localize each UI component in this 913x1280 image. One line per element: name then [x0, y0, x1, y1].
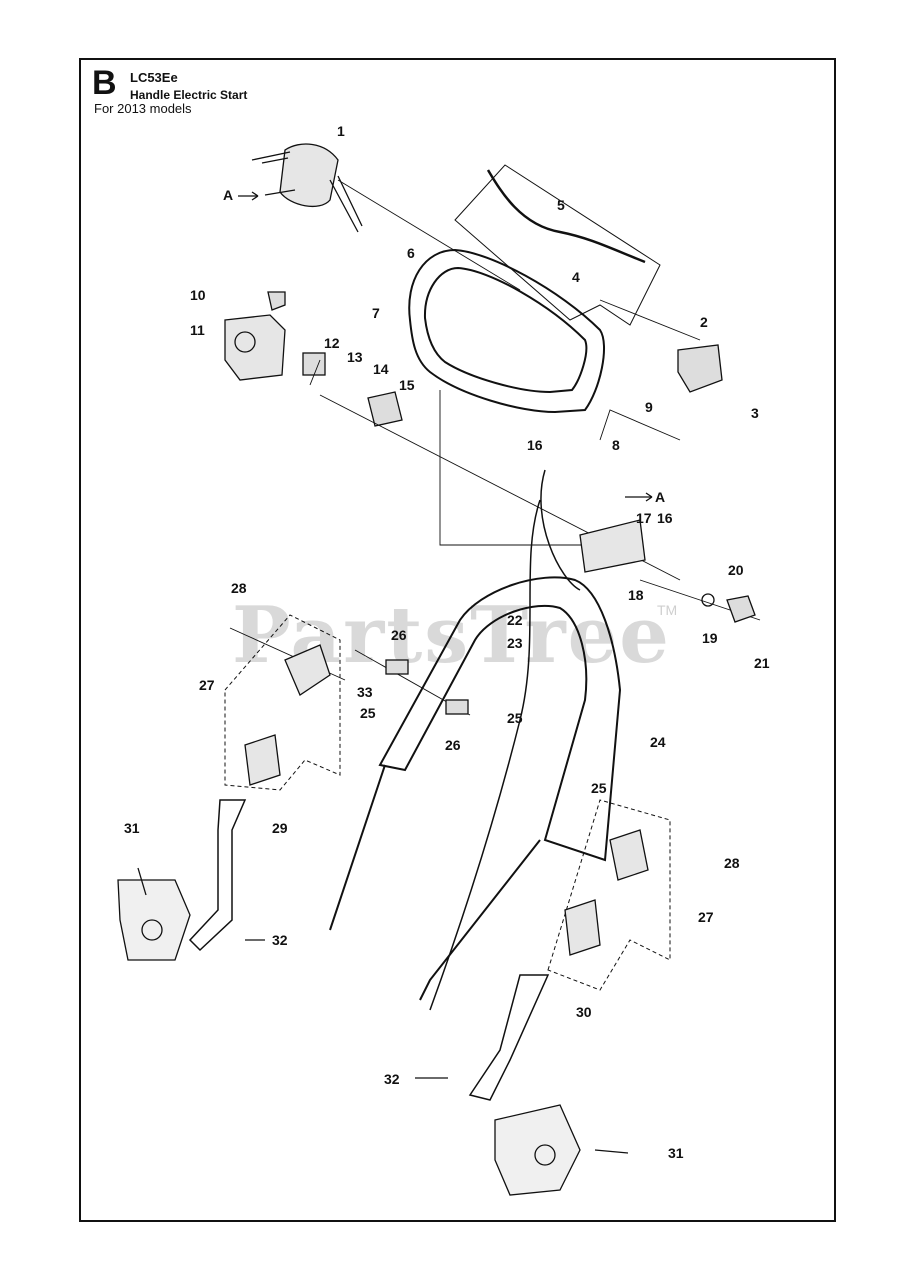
callout-6: 6: [407, 245, 415, 261]
callout-32a: 32: [272, 932, 288, 948]
callout-1: 1: [337, 123, 345, 139]
callout-20: 20: [728, 562, 744, 578]
callout-28b: 28: [724, 855, 740, 871]
callout-26b: 26: [445, 737, 461, 753]
callout-17: 17: [636, 510, 652, 526]
callout-26a: 26: [391, 627, 407, 643]
callout-25b: 25: [507, 710, 523, 726]
upper-handle-part-4: [408, 248, 606, 414]
callout-19: 19: [702, 630, 718, 646]
assembly-part-27-left-outline: [224, 614, 341, 791]
cover-part-11: [224, 314, 286, 381]
section-letter: B: [92, 64, 117, 102]
callout-27b: 27: [698, 909, 714, 925]
callout-16a: 16: [527, 437, 543, 453]
assembly-part-27-left: [244, 644, 331, 786]
deck-bracket-right: [494, 1104, 581, 1196]
mount-plate-part-17: [579, 519, 646, 573]
bracket-part-2: [677, 344, 723, 393]
callout-7: 7: [372, 305, 380, 321]
knob-part-20: [726, 595, 756, 623]
callout-14: 14: [373, 361, 389, 377]
switch-part-12: [302, 352, 326, 376]
watermark-trademark: TM: [657, 602, 678, 618]
cable-part-5: [486, 169, 646, 264]
callout-28a: 28: [231, 580, 247, 596]
assembly-part-27-right-outline: [547, 799, 671, 991]
callout-25a: 25: [360, 705, 376, 721]
model-number: LC53Ee: [130, 70, 178, 85]
callout-24: 24: [650, 734, 666, 750]
callout-22: 22: [507, 612, 523, 628]
clamp-part-15: [367, 391, 403, 427]
bolts: [137, 867, 629, 1154]
callout-a-left: A: [223, 187, 233, 203]
callout-13: 13: [347, 349, 363, 365]
callout-30: 30: [576, 1004, 592, 1020]
callout-25c: 25: [591, 780, 607, 796]
deck-bracket-left-hub: [141, 919, 163, 941]
model-year-note: For 2013 models: [94, 101, 192, 116]
callout-10: 10: [190, 287, 206, 303]
callout-31a: 31: [124, 820, 140, 836]
lower-handle-part-24: [329, 576, 622, 1001]
callout-5: 5: [557, 197, 565, 213]
callout-31b: 31: [668, 1145, 684, 1161]
callout-2: 2: [700, 314, 708, 330]
callout-18: 18: [628, 587, 644, 603]
arrow-a-right: [625, 492, 653, 502]
control-box-part-1: [251, 143, 363, 233]
callout-8: 8: [612, 437, 620, 453]
callout-11: 11: [190, 322, 205, 338]
callout-3: 3: [751, 405, 759, 421]
callout-4: 4: [572, 269, 580, 285]
callout-27a: 27: [199, 677, 215, 693]
arm-part-30: [468, 974, 550, 1101]
callout-16b: 16: [657, 510, 673, 526]
washer-part-19: [701, 593, 715, 607]
callout-23: 23: [507, 635, 523, 651]
arrow-a-left: [238, 191, 259, 201]
clip-part-26-lower: [445, 699, 469, 715]
deck-bracket-right-hub: [534, 1144, 556, 1166]
callout-32b: 32: [384, 1071, 400, 1087]
assembly-part-27-right: [564, 829, 649, 956]
cable-lower: [429, 469, 581, 1011]
diagram-title: Handle Electric Start: [130, 88, 248, 102]
clip-part-26-upper: [385, 659, 409, 675]
callout-33: 33: [357, 684, 373, 700]
callout-9: 9: [645, 399, 653, 415]
callout-12: 12: [324, 335, 340, 351]
callout-a-right: A: [655, 489, 665, 505]
arm-part-29: [188, 799, 247, 952]
callout-29: 29: [272, 820, 288, 836]
key-part-10: [267, 291, 286, 311]
callout-21: 21: [754, 655, 770, 671]
diagram-frame: [79, 58, 836, 1222]
callout-15: 15: [399, 377, 415, 393]
backdrop-plane: [454, 164, 661, 326]
